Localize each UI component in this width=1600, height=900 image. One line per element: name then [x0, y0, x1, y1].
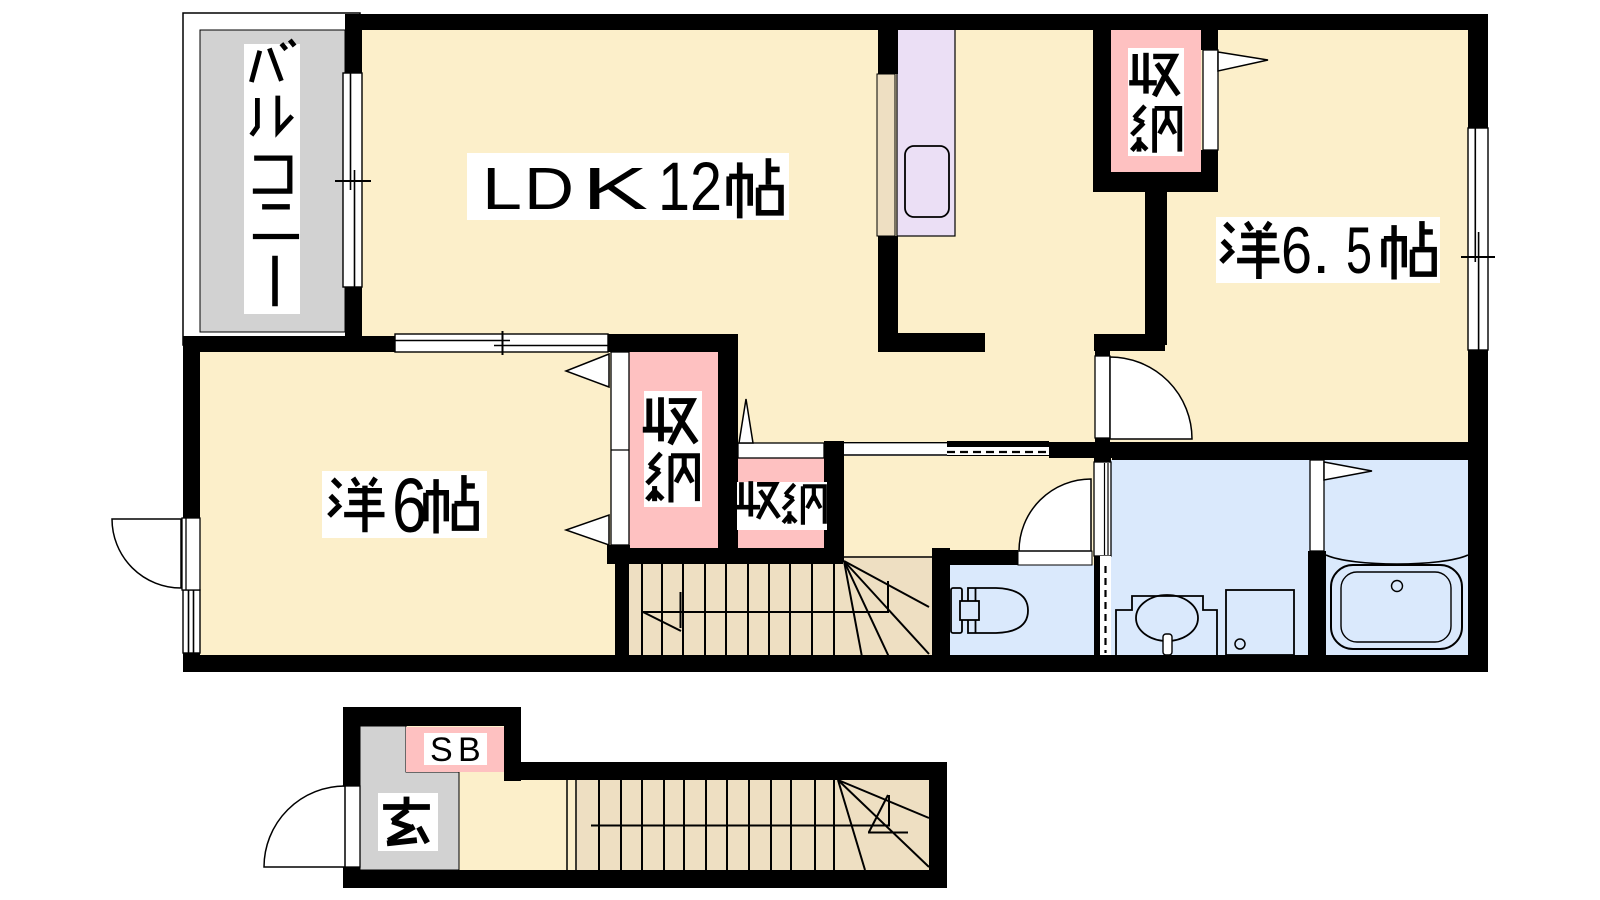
svg-text:6: 6: [1281, 213, 1312, 287]
svg-text:S: S: [430, 731, 453, 769]
svg-text:.: .: [1312, 213, 1330, 287]
svg-text:K: K: [582, 156, 648, 222]
svg-text:D: D: [524, 156, 574, 222]
svg-text:6: 6: [392, 463, 427, 549]
svg-text:B: B: [458, 731, 481, 769]
svg-text:12: 12: [658, 148, 722, 225]
svg-text:L: L: [482, 156, 522, 222]
svg-text:5: 5: [1346, 213, 1372, 287]
